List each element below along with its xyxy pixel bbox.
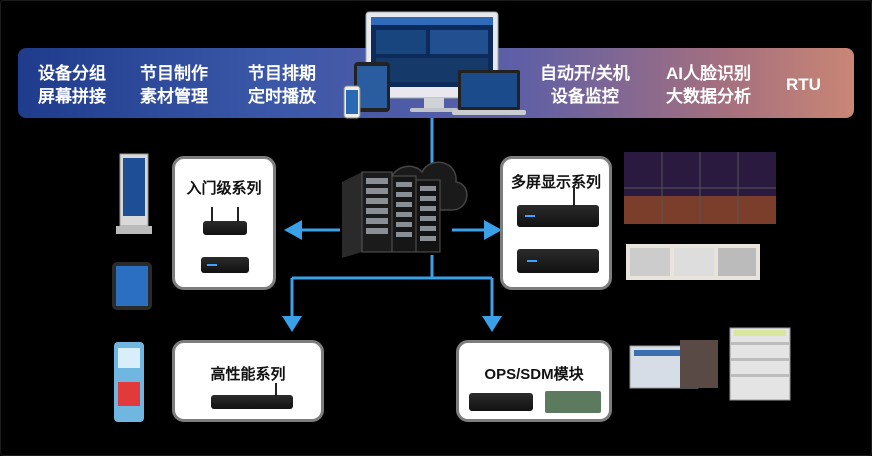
feature-scheduling: 节目排期 定时播放 [248,62,316,108]
antenna-icon [275,383,277,397]
antenna-icon [211,207,213,223]
feature-text: RTU [786,75,821,94]
arrow-to-high-performance [282,316,302,332]
arrow-to-entry [284,220,302,240]
arrow-to-multi-screen [484,220,502,240]
feature-text: AI人脸识别 [666,64,751,83]
feature-text: 素材管理 [140,87,208,106]
device-group-icon [343,11,526,119]
sdm-board-icon [545,391,601,413]
multi-screen-title: 多屏显示系列 [510,174,601,191]
ops-sdm-title: OPS/SDM模块 [484,366,584,383]
server-rack-icon [342,171,441,258]
high-performance-box: 高性能系列 [172,340,324,422]
entry-level-box: 入门级系列 [172,156,276,290]
tablet-kiosk-icon [112,262,152,310]
video-wall-icon [624,152,776,224]
ops-module-device [469,393,533,411]
feature-text: 节目排期 [248,64,316,83]
feature-program-making: 节目制作 素材管理 [140,62,208,108]
multi-box-device-2 [517,249,599,273]
feature-ai-face: AI人脸识别 大数据分析 [666,62,751,108]
high-performance-title: 高性能系列 [210,366,286,383]
multi-screen-box: 多屏显示系列 [500,156,612,290]
feature-text: 自动开/关机 [540,64,630,83]
shelf-display-icon [729,327,791,401]
feature-text: 大数据分析 [666,87,751,106]
multi-screen-strip-icon [626,244,760,280]
kiosk-icon [116,153,152,234]
feature-rtu: RTU [786,73,821,96]
feature-device-grouping: 设备分组 屏幕拼接 [38,62,106,108]
antenna-icon [573,185,575,207]
multi-box-device-1 [517,205,599,227]
laptop-icon [452,70,526,115]
panel-display-icon [680,340,718,388]
arrow-to-ops [482,316,502,332]
feature-text: 设备监控 [550,87,619,106]
tablet-icon [354,62,390,112]
entry-level-title: 入门级系列 [186,180,262,197]
high-performance-device [211,395,293,409]
feature-text: 定时播放 [248,87,316,106]
self-service-kiosk-icon [114,342,144,422]
phone-icon [343,85,361,119]
entry-box-device-2 [201,257,249,273]
feature-text: 节目制作 [140,64,208,83]
entry-box-device-1 [203,221,247,235]
feature-text: 屏幕拼接 [38,87,106,106]
antenna-icon [237,207,239,223]
feature-power-monitoring: 自动开/关机 设备监控 [540,62,630,108]
feature-text: 设备分组 [38,64,106,83]
ops-sdm-box: OPS/SDM模块 [456,340,612,422]
